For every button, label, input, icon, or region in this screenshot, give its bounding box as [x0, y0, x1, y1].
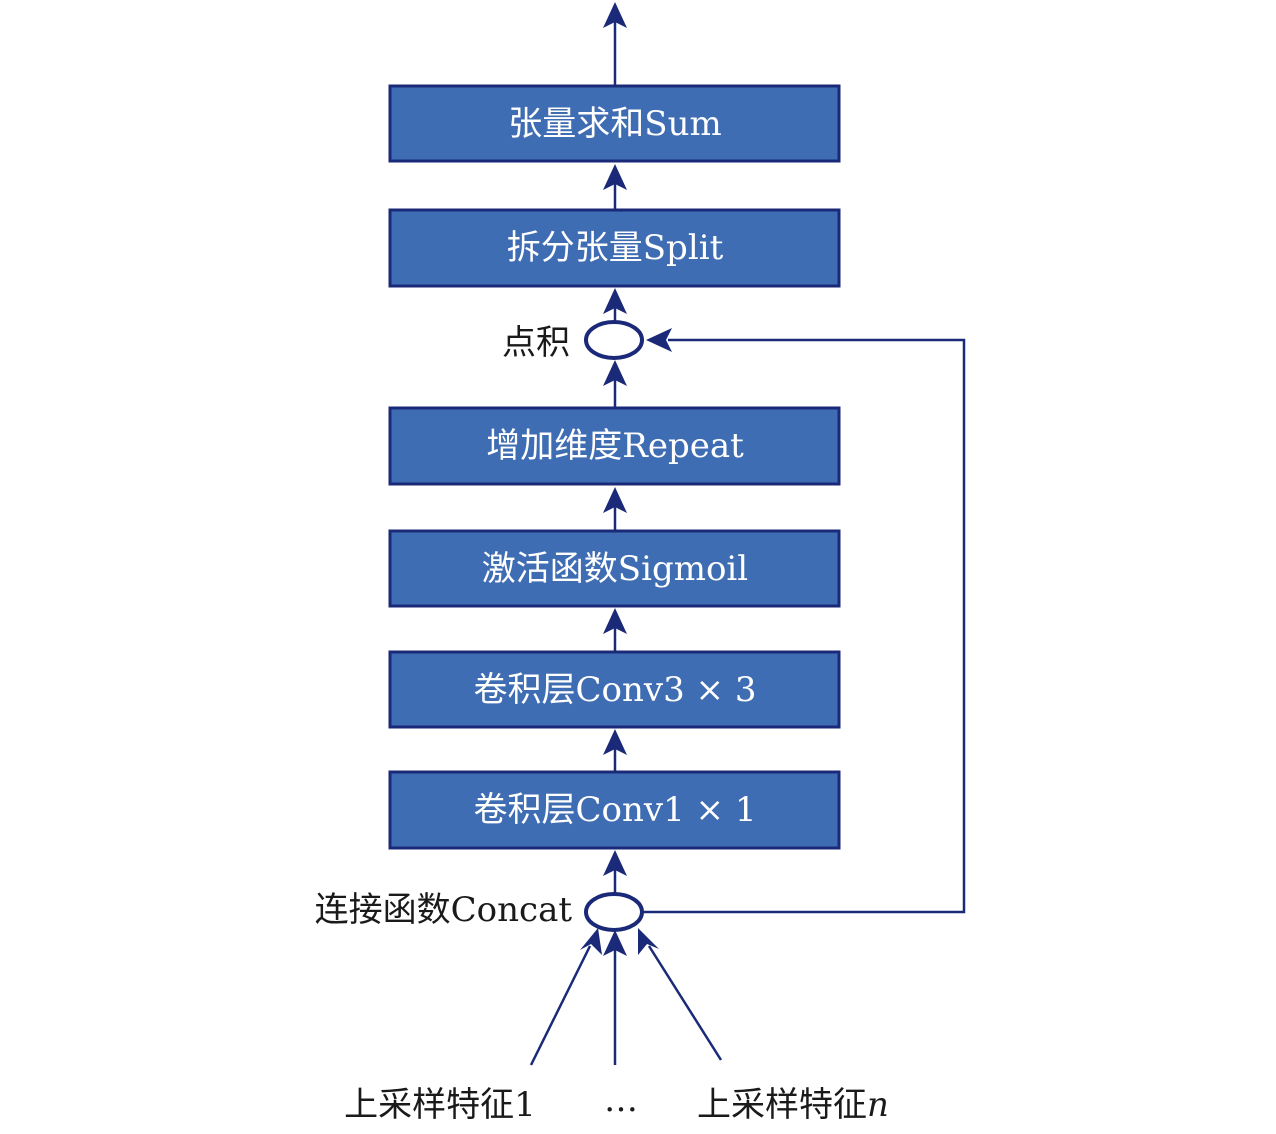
concat-node: 连接函数Concat [315, 890, 644, 932]
block-sigmoid-box [388, 529, 841, 608]
block-sum: 张量求和Sum [388, 84, 841, 163]
sigmoid-arrow-head [603, 608, 627, 634]
block-sum-box [388, 84, 841, 163]
concat-label: 连接函数Concat [315, 890, 573, 930]
block-repeat-box [388, 406, 841, 486]
dot-product-node: 点积 [502, 320, 644, 363]
block-split-label: 拆分张量Split [507, 228, 724, 268]
conv1-arrow-head [603, 850, 627, 876]
block-split-box [388, 208, 841, 288]
block-conv1-label: 卷积层Conv1 × 1 [474, 790, 757, 830]
block-conv3-label: 卷积层Conv3 × 3 [474, 670, 757, 710]
input-n-arrow-head [638, 928, 659, 955]
input-feature-1-label: 上采样特征1 [344, 1085, 536, 1125]
block-conv1: 卷积层Conv1 × 1 [388, 770, 841, 850]
block-split: 拆分张量Split [388, 208, 841, 288]
input-feature-n-label: 上采样特征n [697, 1085, 889, 1125]
block-sigmoid-label: 激活函数Sigmoil [482, 549, 748, 589]
skip-connection-line [643, 338, 966, 914]
connectors [529, 22, 966, 1066]
input-n-line [647, 945, 723, 1061]
conv3-arrow-head [603, 729, 627, 755]
block-repeat: 增加维度Repeat [388, 406, 841, 486]
block-conv1-box [388, 770, 841, 850]
sum-arrow-head [603, 164, 627, 190]
arrow-heads [580, 2, 672, 956]
block-sigmoid: 激活函数Sigmoil [388, 529, 841, 608]
split-arrow-head [603, 288, 627, 314]
input-ellipsis: … [604, 1080, 638, 1120]
block-repeat-label: 增加维度Repeat [486, 426, 744, 466]
dot-product-label: 点积 [502, 323, 570, 363]
repeat-arrow-head [603, 487, 627, 513]
input-1-line [529, 945, 592, 1066]
block-sum-label: 张量求和Sum [508, 104, 721, 144]
output-arrow-head [603, 2, 627, 28]
dot-product-ellipse [584, 320, 644, 360]
concat-ellipse [584, 892, 644, 932]
block-conv3-box [388, 650, 841, 729]
dot-arrow-head [603, 360, 627, 386]
input-mid-arrow-head [603, 930, 627, 956]
input-1-arrow-head [580, 928, 602, 955]
skip-arrow-head [646, 328, 672, 352]
input-feature-n-index: n [867, 1085, 889, 1125]
input-feature-n-prefix: 上采样特征 [697, 1085, 867, 1125]
block-conv3: 卷积层Conv3 × 3 [388, 650, 841, 729]
